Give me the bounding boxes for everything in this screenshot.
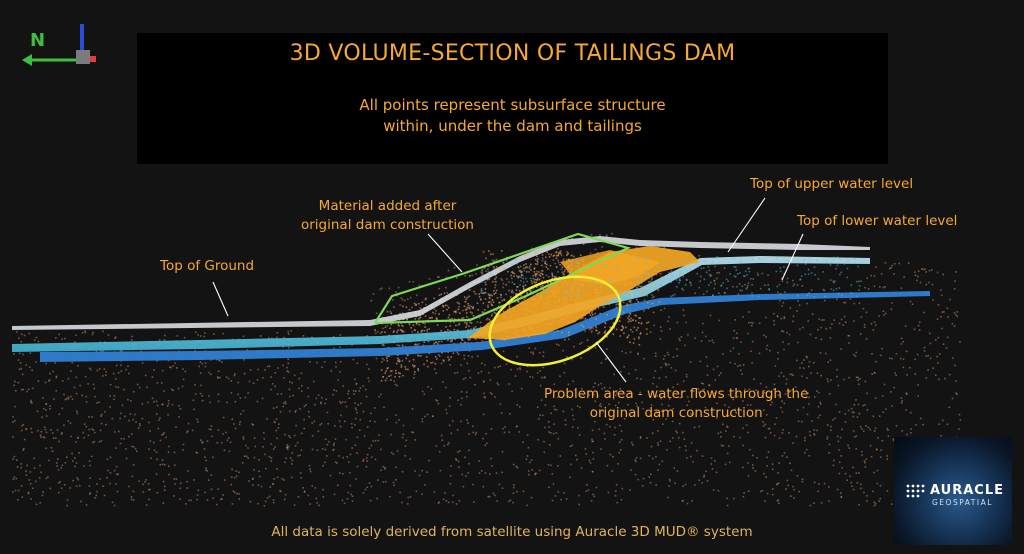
- leader-lines: [212, 197, 804, 383]
- logo-subtitle: GEOSPATIAL: [932, 498, 993, 507]
- soil-point-cloud: [12, 232, 962, 507]
- label-top-of-ground: Top of Ground: [160, 258, 255, 274]
- title-panel: 3D VOLUME-SECTION OF TAILINGS DAM All po…: [137, 33, 888, 164]
- auracle-dots-icon: [906, 484, 925, 498]
- problem-area-ellipse: [488, 275, 622, 367]
- label-problem-area-line-1: Problem area - water flows through the: [544, 386, 809, 402]
- label-material-added-line-1: Material added after: [318, 198, 457, 214]
- ground-surface-band: [12, 236, 870, 330]
- auracle-logo: AURACLE GEOSPATIAL: [894, 437, 1012, 545]
- label-top-upper-water: Top of upper water level: [750, 176, 914, 192]
- logo-name: AURACLE: [930, 483, 1004, 498]
- footer-note: All data is solely derived from satellit…: [271, 524, 753, 540]
- north-label: N: [30, 30, 45, 51]
- label-problem-area: Problem area - water flows through the o…: [544, 385, 808, 423]
- added-material-outline: [374, 232, 632, 325]
- label-material-added: Material added after original dam constr…: [301, 197, 474, 235]
- label-material-added-line-2: original dam construction: [301, 217, 474, 233]
- subtitle-line-2: within, under the dam and tailings: [383, 117, 642, 135]
- page-subtitle: All points represent subsurface structur…: [137, 95, 888, 137]
- compass-axis-icon: N: [22, 24, 96, 66]
- label-top-lower-water: Top of lower water level: [797, 213, 958, 229]
- upper-water-layer: [12, 256, 870, 352]
- label-problem-area-line-2: original dam construction: [589, 405, 763, 421]
- subtitle-line-1: All points represent subsurface structur…: [359, 96, 666, 114]
- page-title: 3D VOLUME-SECTION OF TAILINGS DAM: [289, 41, 736, 66]
- lower-water-layer: [40, 291, 930, 362]
- axis-indicator: N: [18, 20, 100, 76]
